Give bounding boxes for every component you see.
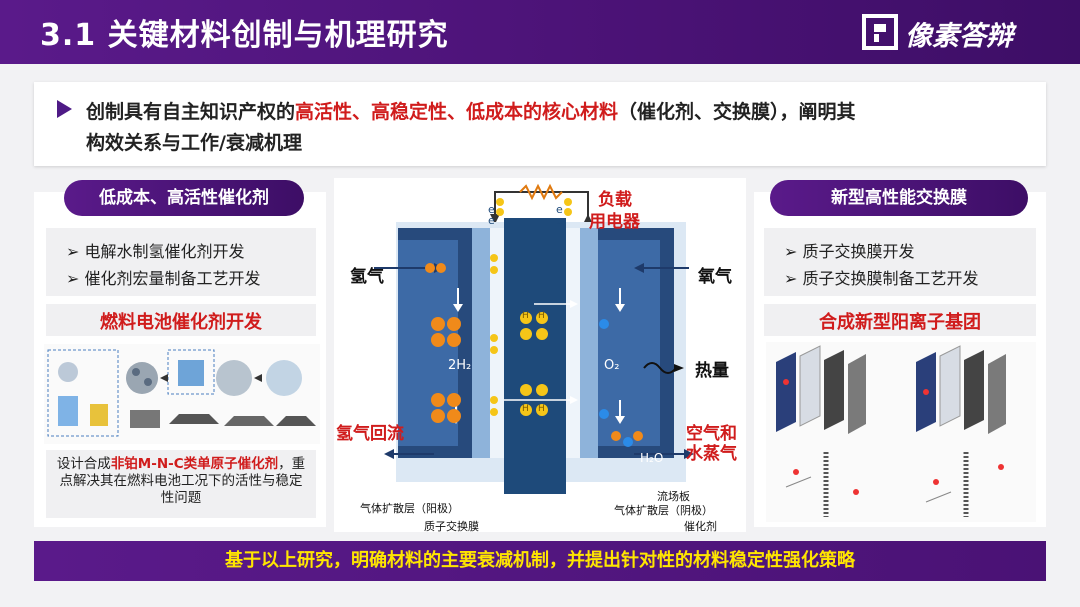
gdl-anode-label: 气体扩散层（阳极） [360, 502, 459, 515]
h2-recycle-label: 氢气回流 [336, 424, 404, 444]
footer-banner: 基于以上研究，明确材料的主要衰减机制，并提出针对性的材料稳定性强化策略 [34, 541, 1046, 581]
air-label-2: 水蒸气 [686, 444, 737, 464]
membrane-illustration [766, 342, 1036, 522]
right-bullets-box [764, 228, 1036, 296]
left-bullet-2: ➢ 催化剂宏量制备工艺开发 [66, 269, 261, 288]
left-bullet-1: ➢ 电解水制氢催化剂开发 [66, 242, 245, 261]
left-bullet-2-text: 催化剂宏量制备工艺开发 [84, 269, 261, 288]
load-label-2: 用电器 [589, 212, 640, 232]
page-title: 3.1 关键材料创制与机理研究 [40, 18, 449, 53]
right-subhead: 合成新型阳离子基团 [819, 312, 981, 333]
logo-text: 像素答辩 [905, 21, 1013, 52]
left-description: 设计合成非铂M-N-C类单原子催化剂，重点解决其在燃料电池工况下的活性与稳定性问… [54, 456, 308, 507]
right-panel-title: 新型高性能交换膜 [770, 180, 1028, 216]
right-bullet-1: ➢ 质子交换膜开发 [784, 242, 915, 261]
h2-formula: 2H₂ [448, 358, 472, 373]
electron-label-1: e [488, 203, 495, 216]
oxygen-label: 氧气 [698, 267, 732, 287]
proton-label-1: H [522, 311, 529, 321]
intro-prefix: 创制具有自主知识产权的 [86, 101, 296, 123]
proton-label-4: H [538, 404, 545, 414]
left-bullet-1-text: 电解水制氢催化剂开发 [84, 242, 245, 261]
hydrogen-label: 氢气 [350, 267, 384, 287]
left-subhead: 燃料电池催化剂开发 [100, 312, 262, 333]
intro-suffix: （催化剂、交换膜），阐明其 [618, 101, 856, 123]
right-bullet-2-text: 质子交换膜制备工艺开发 [802, 269, 979, 288]
catalyst-synthesis-illustration [44, 344, 320, 444]
logo-icon [862, 14, 898, 50]
desc-prefix: 设计合成 [56, 456, 111, 472]
intro-line-1: 创制具有自主知识产权的高活性、高稳定性、低成本的核心材料（催化剂、交换膜），阐明… [86, 97, 856, 124]
intro-highlight: 高活性、高稳定性、低成本的核心材料 [295, 101, 619, 123]
intro-line-2: 构效关系与工作/衰减机理 [86, 132, 302, 154]
flow-plate-label: 流场板 [657, 490, 690, 503]
left-subhead-box [46, 304, 316, 336]
gdl-cathode-label: 气体扩散层（阴极） [614, 504, 713, 517]
load-label-1: 负载 [598, 190, 632, 210]
header-bar [0, 0, 1080, 64]
right-bullet-2: ➢ 质子交换膜制备工艺开发 [784, 269, 979, 288]
right-bullet-1-text: 质子交换膜开发 [802, 242, 915, 261]
o2-formula: O₂ [604, 358, 620, 373]
air-label-1: 空气和 [686, 424, 737, 444]
electron-label-2: e [488, 214, 495, 227]
proton-label-2: H [538, 311, 545, 321]
fuel-cell-svg [374, 183, 694, 494]
proton-label-3: H [522, 404, 529, 414]
catalyst-label: 催化剂 [684, 520, 717, 533]
left-panel-title: 低成本、高活性催化剂 [64, 180, 304, 216]
electron-label-4: e [556, 214, 563, 227]
right-subhead-box [764, 304, 1036, 336]
desc-highlight: 非铂M-N-C类单原子催化剂 [110, 456, 279, 472]
pem-label: 质子交换膜 [424, 520, 479, 533]
intro-box [34, 82, 1046, 166]
h2o-formula: H₂O [640, 451, 664, 465]
left-bullets-box [46, 228, 316, 296]
heat-label: 热量 [695, 361, 729, 381]
bullet-triangle-icon [57, 100, 72, 118]
electron-label-3: e [556, 203, 563, 216]
desc-suffix: ，重点解决其在燃料电池工况下的活性与稳定性问题 [59, 456, 306, 506]
left-desc-box [46, 450, 316, 518]
